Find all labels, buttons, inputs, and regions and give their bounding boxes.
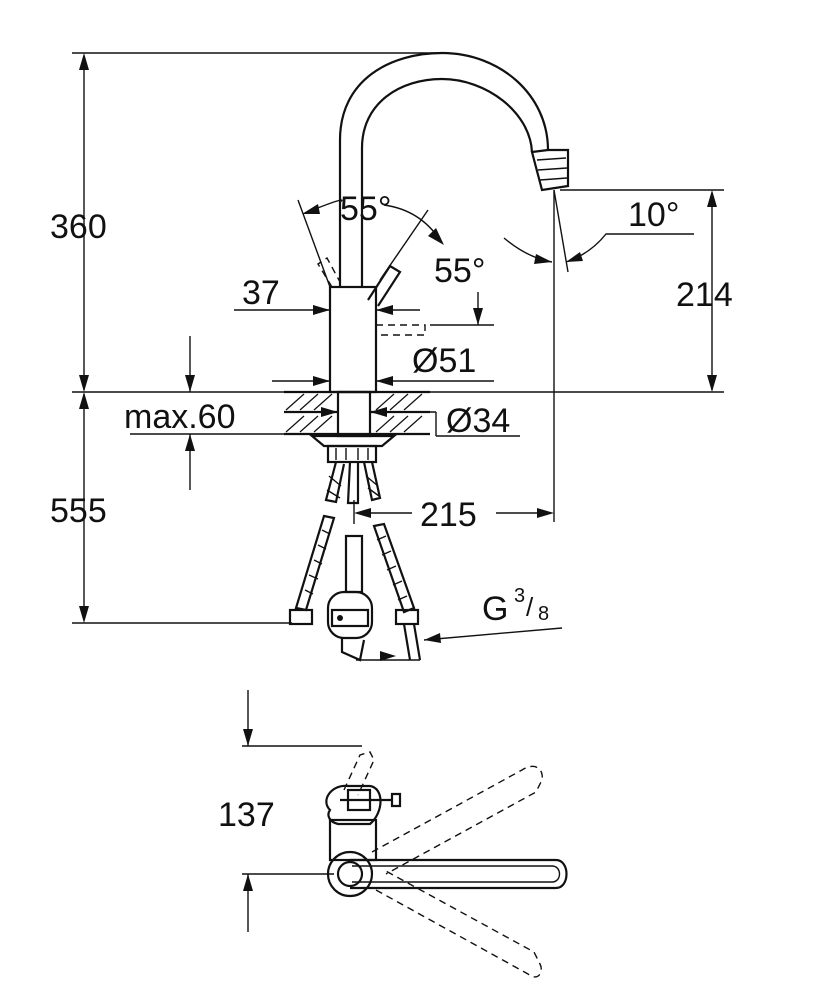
- dimension-137: [242, 690, 362, 932]
- nozzle-ring: [537, 167, 568, 171]
- label-thread-slash: /: [526, 592, 534, 622]
- lever-top: [340, 792, 402, 808]
- label-max-deck: max.60: [124, 398, 236, 436]
- faucet-front-view: [288, 51, 570, 662]
- body-top: [325, 784, 382, 826]
- dimension-lines: [72, 52, 724, 661]
- spout-swivel-lower: [375, 869, 542, 978]
- label-reach: 215: [420, 496, 477, 534]
- mounting-nut: [326, 444, 378, 464]
- spout-arm-top: [350, 858, 568, 890]
- dimension-labels: 360 555 214 max.60 37 Ø51 Ø34 215 55° 55…: [50, 190, 733, 834]
- label-lever-offset: 37: [242, 274, 280, 312]
- hose-weight: [326, 534, 374, 662]
- faucet-body: [328, 285, 378, 394]
- lever-handle: [367, 264, 402, 307]
- hose-fitting-right: [394, 608, 420, 626]
- label-hole-diameter: Ø34: [446, 402, 510, 440]
- spout-nozzle: [530, 148, 570, 192]
- hose-right: [372, 522, 422, 661]
- body-base-top: [328, 818, 378, 862]
- hose-left: [288, 514, 336, 626]
- faucet-top-view: [325, 751, 568, 978]
- label-angle-right: 55°: [434, 252, 485, 290]
- label-height-total: 360: [50, 208, 107, 246]
- hose-fitting-left: [288, 608, 314, 626]
- nozzle-ring: [539, 177, 568, 181]
- label-thread-letter: G: [482, 590, 508, 628]
- spout-swivel-upper: [371, 765, 543, 875]
- lever-projected: [376, 324, 426, 336]
- shank: [336, 390, 372, 438]
- label-thread-den: 8: [538, 603, 549, 625]
- label-thread-num: 3: [514, 585, 525, 607]
- countertop-section: [284, 390, 430, 436]
- hose-stubs-upper: [324, 461, 382, 505]
- label-swivel-offset: 137: [218, 796, 275, 834]
- mounting-plate: [308, 434, 398, 448]
- label-spout-tilt: 10°: [628, 196, 679, 234]
- nozzle-ring: [536, 157, 567, 161]
- label-spout-height: 214: [676, 276, 733, 314]
- spout-pivot-inner: [336, 860, 364, 888]
- spout-pivot-outer: [326, 850, 374, 898]
- lever-hub-top: [346, 788, 372, 812]
- label-below-deck: 555: [50, 492, 107, 530]
- label-angle-left: 55°: [340, 190, 391, 228]
- lever-top-dashed: [343, 751, 375, 796]
- lever-alt-position: [317, 256, 341, 288]
- spout-inner-curve: [360, 77, 534, 288]
- deck-hatching: [285, 393, 423, 433]
- label-body-diameter: Ø51: [412, 342, 476, 380]
